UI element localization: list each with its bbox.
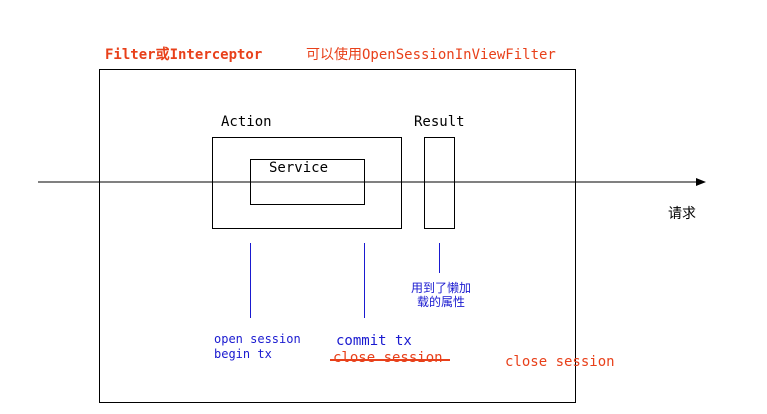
commit-marker [364,243,365,318]
open-session-label: open session [214,332,301,346]
lazy-load-marker [439,243,440,273]
strikethrough-line [330,359,450,361]
close-session-label: close session [505,354,615,370]
action-box [212,137,402,229]
request-label: 请求 [668,206,696,222]
filter-box [99,69,576,403]
service-label: Service [269,160,329,176]
close-session-struck-label: close session [333,350,443,366]
lazy-load-note-line2: 载的属性 [417,295,466,309]
result-label: Result [414,114,465,130]
filter-interceptor-label: Filter或Interceptor [105,47,263,63]
action-label: Action [221,114,272,130]
commit-tx-label: commit tx [336,333,412,349]
lazy-load-note-line1: 用到了懒加 [411,281,472,295]
open-session-marker [250,243,251,318]
result-box [424,137,455,229]
osiv-label: 可以使用OpenSessionInViewFilter [306,47,556,63]
begin-tx-label: begin tx [214,347,272,361]
